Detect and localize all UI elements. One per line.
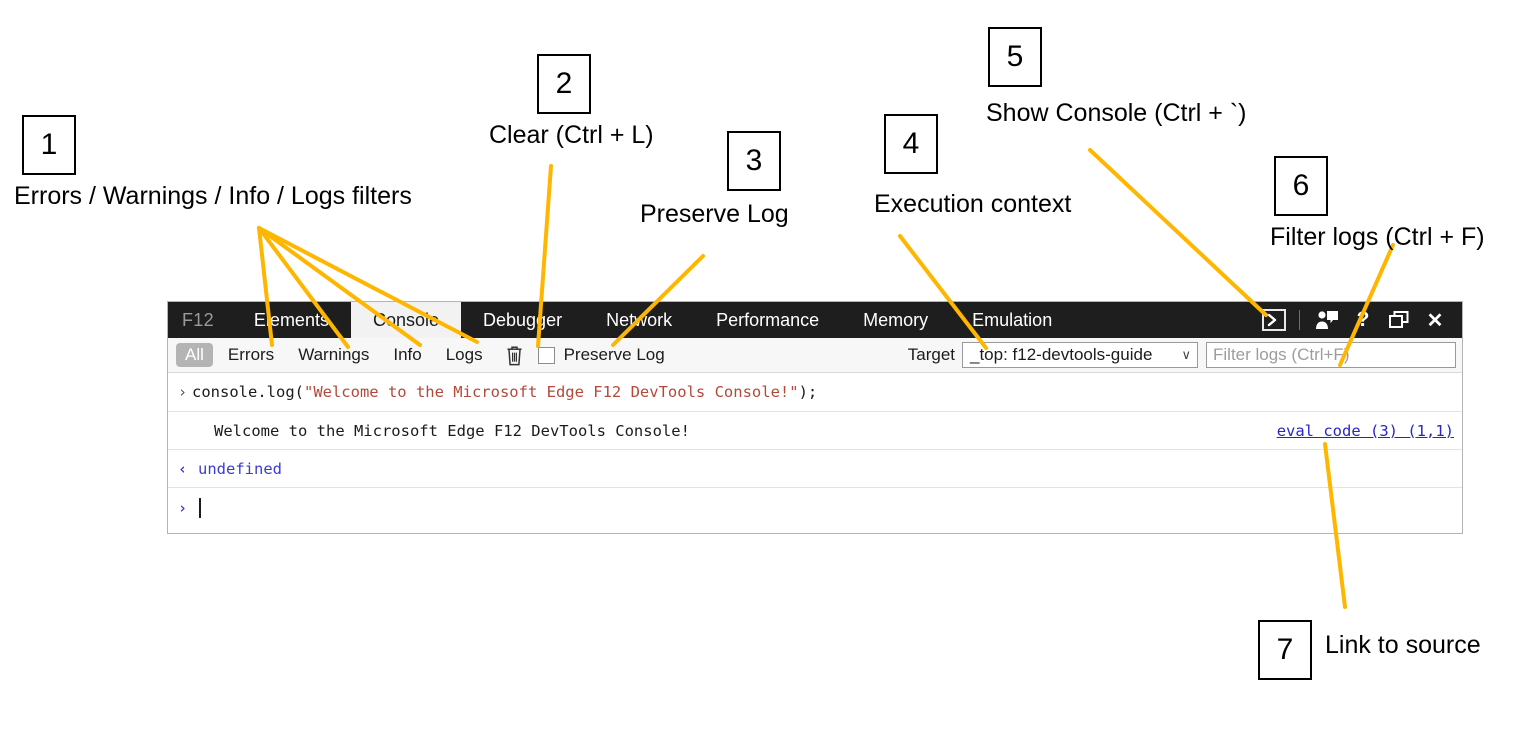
annotation-number-2: 2: [537, 54, 591, 114]
annotation-label-2: Clear (Ctrl + L): [489, 121, 654, 149]
console-result-value: undefined: [198, 459, 282, 478]
filter-info-button[interactable]: Info: [393, 345, 422, 364]
execution-context-value: _top: f12-devtools-guide: [970, 345, 1153, 364]
annotation-label-4: Execution context: [874, 190, 1072, 218]
prompt-chevron-icon: ›: [178, 498, 188, 517]
console-prompt-row[interactable]: ›: [168, 488, 1462, 527]
tab-performance[interactable]: Performance: [716, 309, 820, 330]
close-icon[interactable]: ✕: [1426, 309, 1444, 332]
feedback-icon[interactable]: [1310, 303, 1344, 337]
console-input-code: console.log("Welcome to the Microsoft Ed…: [192, 383, 817, 401]
annotation-number-4: 4: [884, 114, 938, 174]
undock-icon[interactable]: [1382, 303, 1416, 337]
annotation-label-3: Preserve Log: [640, 200, 789, 228]
devtools-window-controls: ? ✕: [1259, 302, 1462, 338]
console-log-text: Welcome to the Microsoft Edge F12 DevToo…: [214, 421, 690, 440]
filter-logs-input[interactable]: Filter logs (Ctrl+F): [1206, 342, 1456, 368]
input-chevron-icon: ›: [178, 383, 188, 401]
feedback-glyph: [1316, 311, 1338, 329]
annotation-label-5: Show Console (Ctrl + `): [986, 99, 1247, 127]
show-console-icon[interactable]: [1259, 303, 1289, 337]
filter-logs-placeholder: Filter logs (Ctrl+F): [1213, 345, 1350, 364]
execution-context-select[interactable]: _top: f12-devtools-guide ∨: [962, 342, 1198, 368]
annotation-number-5: 5: [988, 27, 1042, 87]
filter-logs-button[interactable]: Logs: [445, 345, 483, 364]
toolbar-divider: [1299, 310, 1300, 330]
result-chevron-icon: ‹: [178, 459, 188, 478]
filter-errors-button[interactable]: Errors: [227, 345, 275, 364]
filter-warnings-button[interactable]: Warnings: [298, 345, 370, 364]
annotation-label-6: Filter logs (Ctrl + F): [1270, 223, 1485, 251]
show-console-glyph: [1262, 309, 1286, 331]
console-result-row: ‹ undefined: [168, 450, 1462, 488]
trash-icon: [507, 345, 522, 365]
help-icon[interactable]: ?: [1356, 308, 1370, 331]
annotation-number-1: 1: [22, 115, 76, 175]
tab-elements[interactable]: Elements: [253, 309, 329, 330]
source-link[interactable]: eval code (3) (1,1): [1276, 421, 1454, 440]
devtools-window: F12 Elements Console Debugger Network Pe…: [167, 301, 1463, 534]
tab-memory[interactable]: Memory: [863, 309, 929, 330]
tab-debugger[interactable]: Debugger: [483, 309, 563, 330]
tab-network[interactable]: Network: [606, 309, 673, 330]
devtools-brand-label: F12: [182, 309, 214, 330]
leader-line-5: [1088, 148, 1268, 317]
annotation-label-7: Link to source: [1325, 631, 1481, 659]
tabstrip-spacer: [1074, 302, 1259, 338]
code-string-literal: "Welcome to the Microsoft Edge F12 DevTo…: [303, 383, 799, 401]
undock-glyph: [1389, 311, 1409, 328]
filter-all-button[interactable]: All: [176, 343, 213, 367]
annotation-number-3: 3: [727, 131, 781, 191]
code-suffix: );: [798, 383, 818, 401]
console-input-row: › console.log("Welcome to the Microsoft …: [168, 373, 1462, 412]
annotation-number-6: 6: [1274, 156, 1328, 216]
clear-console-button[interactable]: [502, 342, 528, 368]
annotation-number-7: 7: [1258, 620, 1312, 680]
console-toolbar: All Errors Warnings Info Logs Preserve L…: [168, 338, 1462, 373]
tab-emulation[interactable]: Emulation: [972, 309, 1053, 330]
console-output-area[interactable]: › console.log("Welcome to the Microsoft …: [168, 373, 1462, 527]
preserve-log-control[interactable]: Preserve Log: [537, 345, 665, 365]
preserve-log-checkbox[interactable]: [537, 346, 555, 364]
text-cursor: [199, 497, 201, 518]
tab-console[interactable]: Console: [350, 302, 462, 338]
preserve-log-label: Preserve Log: [563, 345, 665, 364]
target-label: Target: [907, 345, 955, 364]
console-log-row: Welcome to the Microsoft Edge F12 DevToo…: [168, 412, 1462, 450]
chevron-down-icon: ∨: [1181, 347, 1191, 362]
code-prefix: console.log(: [192, 383, 304, 401]
annotation-label-1: Errors / Warnings / Info / Logs filters: [14, 182, 412, 210]
devtools-tabstrip: F12 Elements Console Debugger Network Pe…: [168, 302, 1462, 338]
